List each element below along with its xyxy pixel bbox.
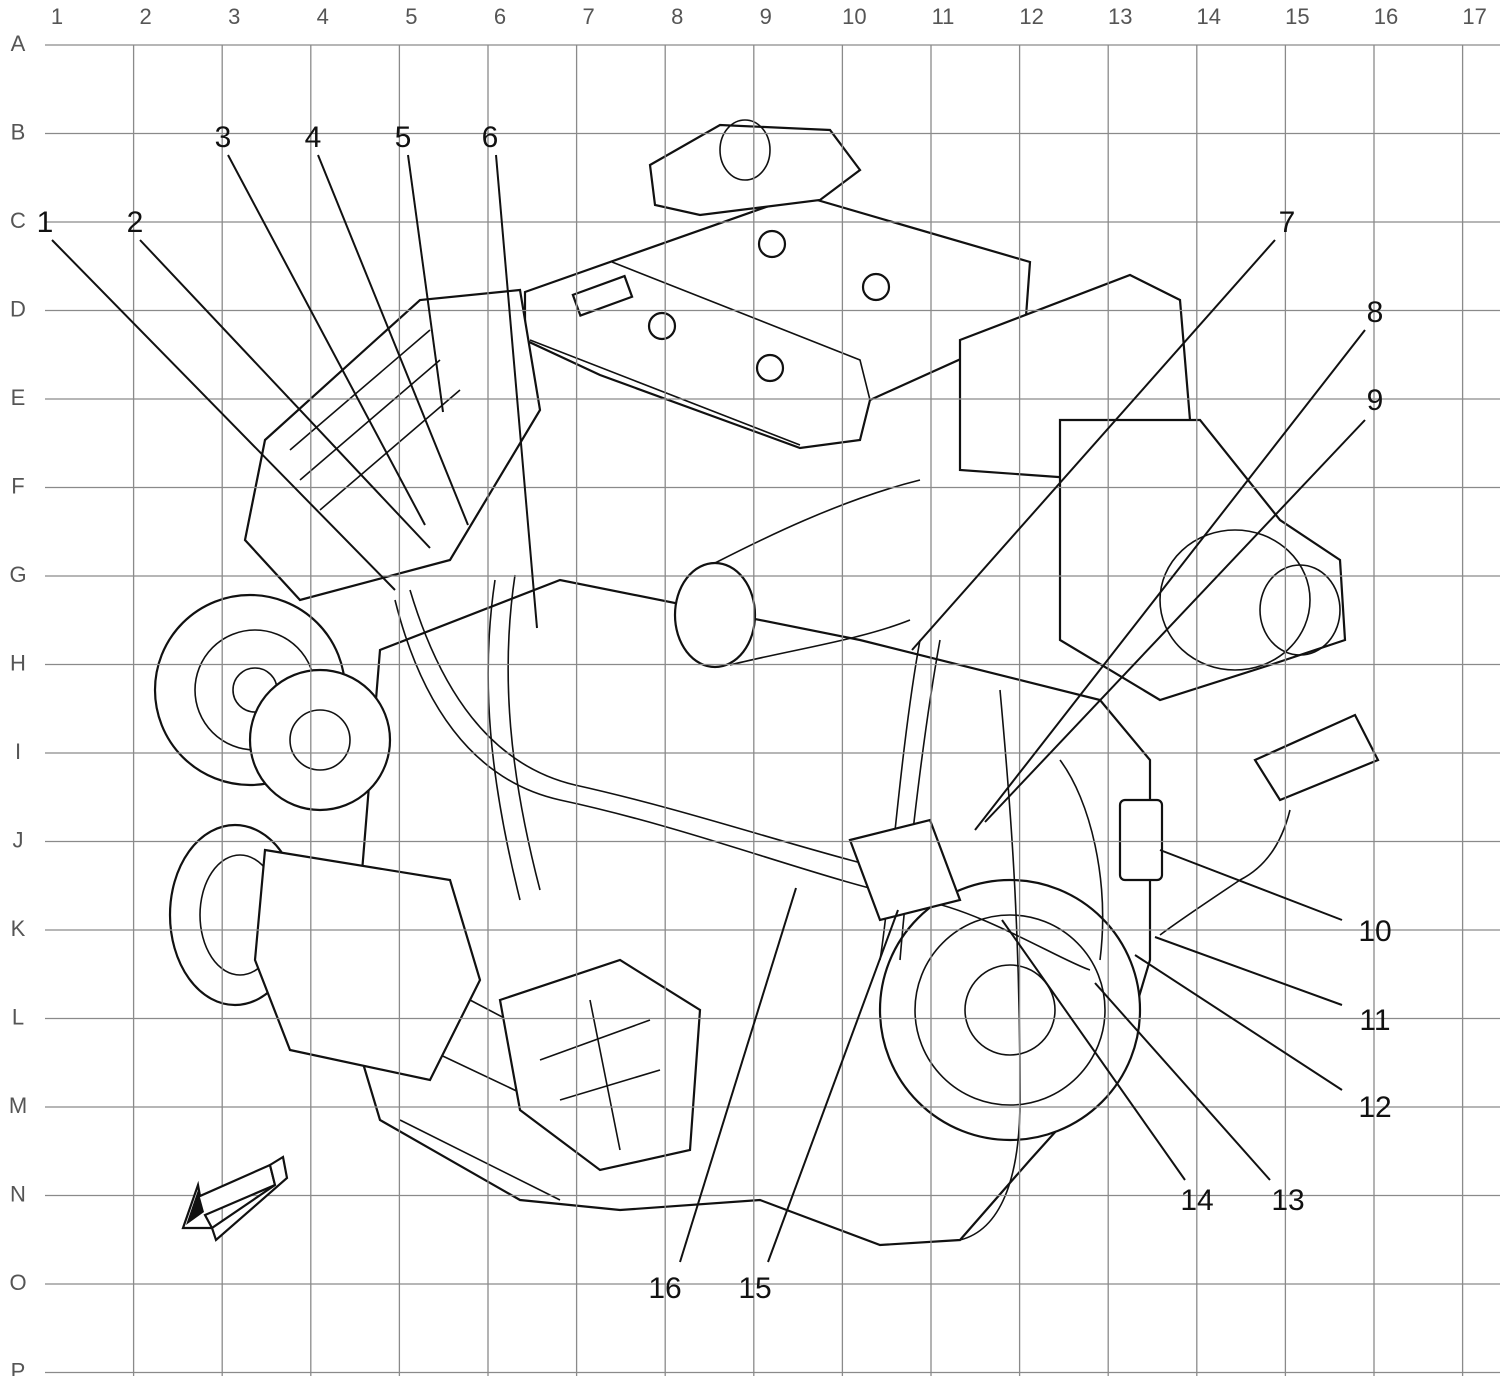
grid-column-label: 10 <box>842 4 866 29</box>
grid-column-label: 2 <box>139 4 151 29</box>
grid-row-label: N <box>10 1182 26 1207</box>
grid-column-label: 8 <box>671 4 683 29</box>
intake-tube-end <box>673 561 757 669</box>
grid-column-label: 5 <box>405 4 417 29</box>
main-harness <box>394 599 1091 971</box>
leader-11 <box>1154 936 1343 1006</box>
grid-row-label: G <box>9 562 26 587</box>
leader-13 <box>1094 982 1271 1181</box>
leader-5 <box>407 154 444 413</box>
right-cylinder-head <box>1058 418 1347 702</box>
grid-row-label: E <box>11 385 26 410</box>
leader-12 <box>1134 954 1343 1091</box>
callout-8: 8 <box>1367 296 1384 329</box>
grid-column-label: 4 <box>317 4 329 29</box>
grid-column-label: 3 <box>228 4 240 29</box>
grid-column-label: 7 <box>582 4 594 29</box>
grid-column-label: 17 <box>1462 4 1486 29</box>
grid-row-label: D <box>10 297 26 322</box>
leader-4 <box>317 154 469 526</box>
harness-connector <box>1253 713 1380 802</box>
callout-1: 1 <box>37 206 54 239</box>
callout-labels: 1 2 3 4 5 6 7 8 9 10 11 12 13 14 15 16 <box>37 121 1392 1305</box>
row-labels: A B C D E F G H I J K L M N O P <box>9 31 27 1376</box>
oil-pan-fitting <box>498 958 702 1172</box>
grid-row-label: I <box>15 739 21 764</box>
grid-row-label: A <box>11 31 26 56</box>
grid-column-label: 1 <box>51 4 63 29</box>
grid-row-label: L <box>12 1005 24 1030</box>
grid-row-label: H <box>10 651 26 676</box>
callout-leaders <box>51 154 1366 1263</box>
leader-7 <box>911 239 1276 651</box>
callout-5: 5 <box>395 121 412 154</box>
grid-column-label: 11 <box>932 4 955 29</box>
control-module <box>848 818 962 922</box>
callout-10: 10 <box>1358 915 1391 948</box>
leader-16 <box>679 887 797 1263</box>
grid-row-label: B <box>11 120 26 145</box>
grid-column-label: 12 <box>1019 4 1043 29</box>
callout-7: 7 <box>1279 206 1296 239</box>
callout-2: 2 <box>127 206 144 239</box>
throttle-body <box>648 123 862 217</box>
grid-row-label: F <box>11 474 24 499</box>
grid-row-label: O <box>9 1270 26 1295</box>
grid-row-label: C <box>10 208 26 233</box>
grid-column-label: 13 <box>1108 4 1132 29</box>
leader-8 <box>974 329 1366 831</box>
callout-16: 16 <box>648 1272 681 1305</box>
grid-row-label: P <box>11 1359 26 1376</box>
callout-12: 12 <box>1358 1091 1391 1124</box>
grid-column-label: 9 <box>760 4 772 29</box>
leader-15 <box>767 909 899 1263</box>
water-pump-pulley <box>248 668 392 812</box>
grid-row-label: J <box>13 828 24 853</box>
callout-15: 15 <box>738 1272 771 1305</box>
callout-11: 11 <box>1359 1004 1390 1037</box>
reference-grid <box>45 44 1500 1376</box>
engine-illustration <box>153 119 1380 1247</box>
callout-13: 13 <box>1271 1184 1304 1217</box>
ac-compressor <box>253 848 482 1082</box>
leader-9 <box>984 419 1366 823</box>
callout-14: 14 <box>1180 1184 1213 1217</box>
leader-3 <box>227 154 426 526</box>
flexplate <box>878 878 1142 1142</box>
front-direction-arrow-icon <box>181 1155 289 1242</box>
leader-1 <box>51 239 396 591</box>
callout-9: 9 <box>1367 384 1384 417</box>
intake-cover <box>523 193 1032 450</box>
grid-column-label: 14 <box>1197 4 1221 29</box>
grid-row-label: K <box>11 916 26 941</box>
leader-6 <box>495 154 538 629</box>
grid-column-label: 15 <box>1285 4 1309 29</box>
grid-column-label: 16 <box>1374 4 1398 29</box>
callout-6: 6 <box>482 121 499 154</box>
leader-2 <box>139 239 431 549</box>
callout-3: 3 <box>215 121 232 154</box>
callout-4: 4 <box>305 121 322 154</box>
grid-row-label: M <box>9 1093 27 1118</box>
grid-column-label: 6 <box>494 4 506 29</box>
leader-14 <box>1001 919 1186 1181</box>
leader-10 <box>1159 849 1343 921</box>
